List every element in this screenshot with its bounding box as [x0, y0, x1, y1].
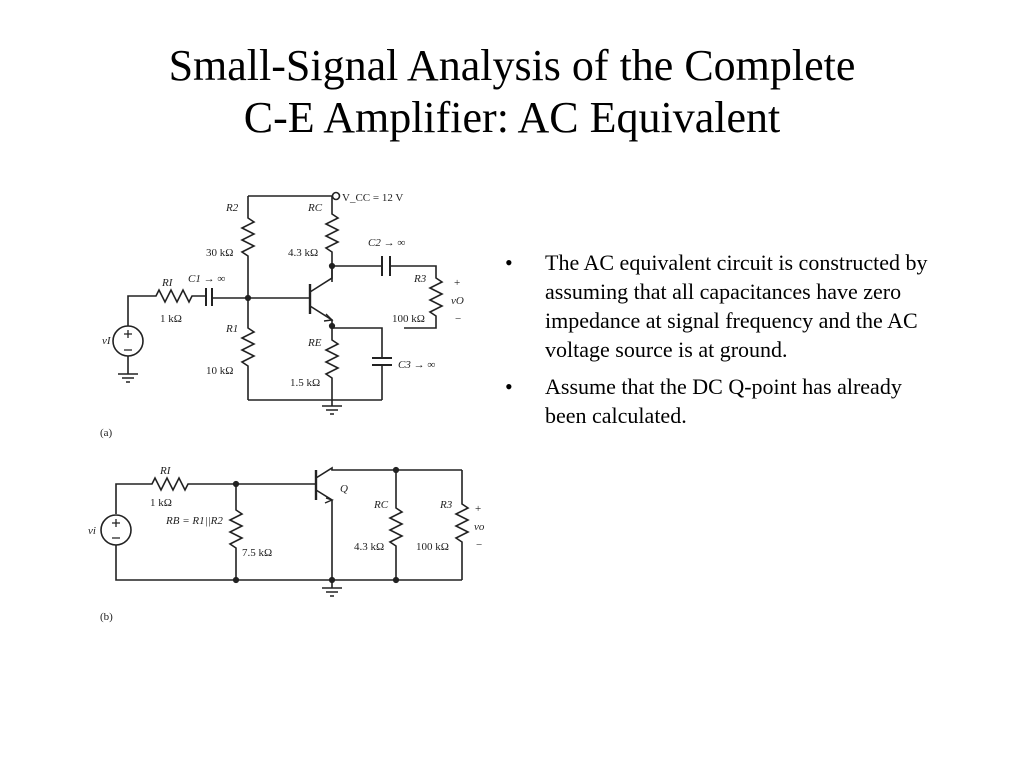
c1-label: C1 → ∞ — [188, 273, 225, 285]
r2-label: R2 — [225, 202, 239, 214]
slide-title: Small-Signal Analysis of the Complete C-… — [0, 40, 1024, 144]
ri-b-label: RI — [159, 465, 172, 477]
c2-label: C2 → ∞ — [368, 237, 405, 249]
circuit-b-label: (b) — [100, 611, 113, 623]
vo-b-label: vo — [474, 521, 485, 533]
c3-label: C3 → ∞ — [398, 359, 435, 371]
circuit-a-label: (a) — [100, 427, 113, 439]
bullet-text: Assume that the DC Q-point has already b… — [545, 374, 902, 428]
vi-label: vI — [102, 335, 112, 347]
r1-label: R1 — [225, 323, 238, 335]
r3-b-value: 100 kΩ — [416, 541, 449, 553]
circuit-a — [112, 191, 444, 415]
q-label: Q — [340, 483, 348, 495]
bullet-marker: • — [505, 374, 513, 399]
bullet-item: • The AC equivalent circuit is construct… — [505, 248, 935, 364]
vcc-label: V_CC = 12 V — [342, 192, 403, 204]
vo-minus: − — [455, 313, 461, 325]
circuit-b — [100, 466, 470, 597]
r3-label: R3 — [413, 273, 427, 285]
vi-b-label: vi — [88, 525, 96, 537]
r1-value: 10 kΩ — [206, 365, 233, 377]
r3-b-label: R3 — [439, 499, 453, 511]
resistor-r3-b — [454, 470, 470, 580]
bullet-item: • Assume that the DC Q-point has already… — [505, 372, 935, 430]
resistor-r2 — [240, 196, 256, 298]
rc-value: 4.3 kΩ — [288, 247, 318, 259]
re-label: RE — [307, 337, 322, 349]
ri-b-value: 1 kΩ — [150, 497, 172, 509]
r3-value: 100 kΩ — [392, 313, 425, 325]
ri-label: RI — [161, 277, 174, 289]
resistor-rb — [228, 484, 244, 580]
rc-b-value: 4.3 kΩ — [354, 541, 384, 553]
rb-value: 7.5 kΩ — [242, 547, 272, 559]
rc-b-label: RC — [373, 499, 389, 511]
circuit-diagram: V_CC = 12 V R2 30 kΩ RC 4.3 kΩ C2 → ∞ R3… — [88, 191, 485, 623]
resistor-rc — [324, 196, 340, 282]
resistor-r1 — [240, 298, 256, 400]
rb-label: RB = R1||R2 — [165, 515, 223, 527]
title-line-1: Small-Signal Analysis of the Complete — [168, 41, 856, 90]
vo-plus: + — [454, 277, 460, 289]
vo-b-plus: + — [475, 503, 481, 515]
bullet-text: The AC equivalent circuit is constructed… — [545, 250, 928, 362]
title-line-2: C-E Amplifier: AC Equivalent — [243, 93, 781, 142]
vo-b-minus: − — [476, 539, 482, 551]
bullet-marker: • — [505, 250, 513, 275]
rc-label: RC — [307, 202, 323, 214]
resistor-re — [324, 326, 340, 400]
r2-value: 30 kΩ — [206, 247, 233, 259]
resistor-rc-b — [388, 470, 404, 580]
re-value: 1.5 kΩ — [290, 377, 320, 389]
bullet-list: • The AC equivalent circuit is construct… — [505, 248, 935, 438]
ri-value: 1 kΩ — [160, 313, 182, 325]
vo-label: vO — [451, 295, 464, 307]
